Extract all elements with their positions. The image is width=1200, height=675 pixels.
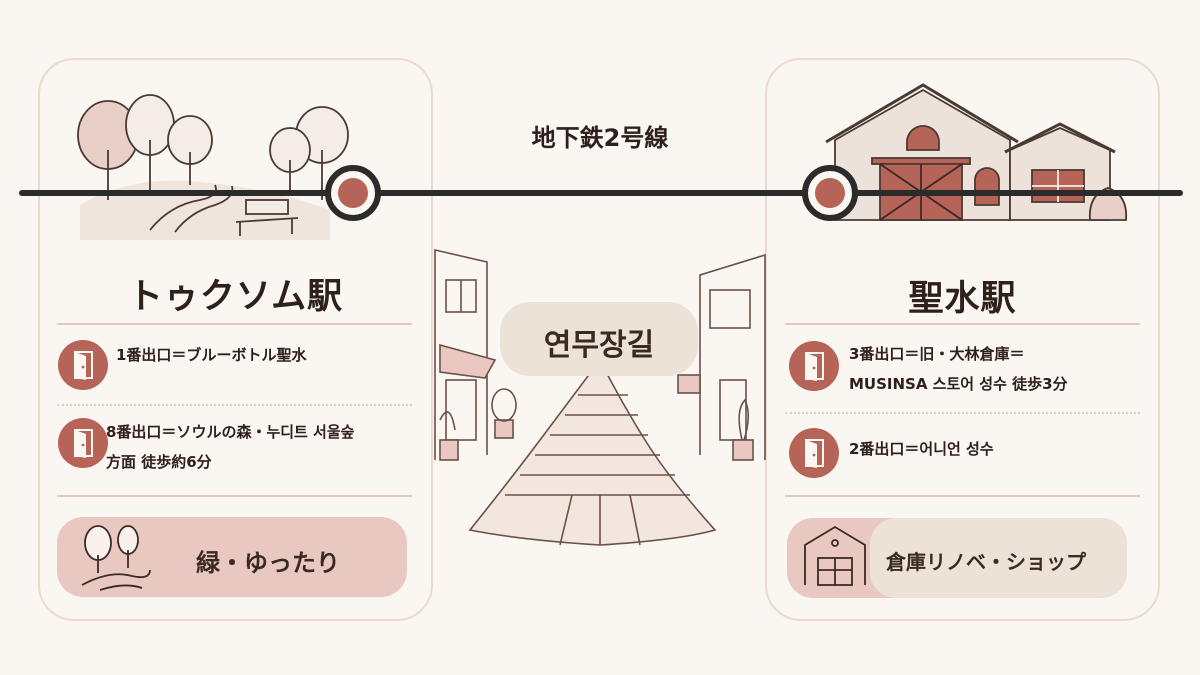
exit-text-line2: MUSINSA 스토어 성수 徒歩3分: [849, 375, 1068, 393]
street-label-box: 연무장길: [500, 302, 698, 376]
divider: [785, 412, 1140, 414]
warehouse-illustration: [825, 83, 1128, 221]
divider: [57, 323, 412, 325]
feature-label: 緑・ゆったり: [196, 549, 340, 577]
street-illustration: [434, 248, 766, 546]
exit-text: 8番出口＝ソウルの森・누디트 서울숲 方面 徒歩約6分: [106, 417, 354, 477]
metro-line-title: 地下鉄2号線: [531, 124, 669, 152]
exit-door-icon: [789, 341, 839, 391]
park-illustration: [77, 94, 349, 240]
exit-text-line2: 方面 徒歩約6分: [106, 453, 212, 471]
seongsu-station-name: 聖水駅: [908, 279, 1017, 319]
exit-text-line1: 1番出口＝ブルーボトル聖水: [116, 346, 307, 364]
exit-text: 3番出口＝旧・大林倉庫＝ MUSINSA 스토어 성수 徒歩3分: [849, 339, 1068, 399]
divider: [57, 495, 412, 497]
metro-line: [19, 165, 1183, 221]
feature-pill-inner: [870, 518, 1127, 598]
feature-label: 倉庫リノベ・ショップ: [886, 550, 1086, 574]
exit-door-icon: [58, 340, 108, 390]
exit-text-line1: 2番出口＝어니언 성수: [849, 440, 994, 458]
divider: [57, 404, 412, 406]
exit-text: 2番出口＝어니언 성수: [849, 434, 994, 464]
exit-door-icon: [789, 428, 839, 478]
exit-text: 1番出口＝ブルーボトル聖水: [116, 340, 306, 370]
feature-pill: [57, 517, 407, 597]
exit-row: 2番出口＝어니언 성수: [789, 428, 994, 478]
exit-row: 1番出口＝ブルーボトル聖水: [58, 340, 306, 390]
exit-row: 3番出口＝旧・大林倉庫＝ MUSINSA 스토어 성수 徒歩3分: [789, 341, 1068, 399]
exit-text-line1: 3番出口＝旧・大林倉庫＝: [849, 345, 1025, 363]
tukseom-station-name: トゥクソム駅: [127, 277, 344, 317]
divider: [785, 495, 1140, 497]
exit-text-line1: 8番出口＝ソウルの森・누디트 서울숲: [106, 423, 355, 441]
street-name: 연무장길: [543, 328, 655, 363]
exit-row: 8番出口＝ソウルの森・누디트 서울숲 方面 徒歩約6分: [58, 418, 354, 477]
divider: [785, 323, 1140, 325]
exit-door-icon: [58, 418, 108, 468]
